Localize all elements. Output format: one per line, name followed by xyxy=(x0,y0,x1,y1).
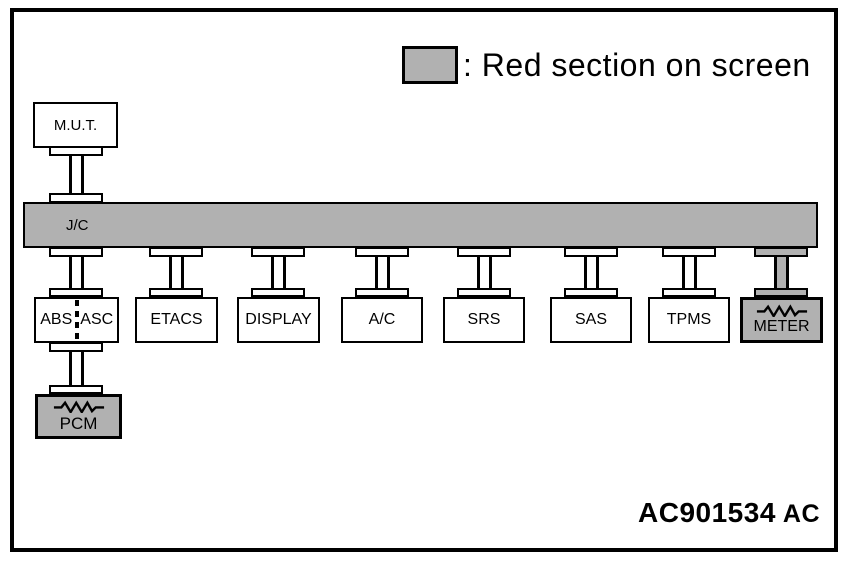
connector-tab-meter-top xyxy=(754,247,808,257)
connector-tab-pcm-top xyxy=(49,342,103,352)
connector-tab-sas-top xyxy=(564,247,618,257)
node-tpms-label: TPMS xyxy=(666,311,712,328)
node-etacs: ETACS xyxy=(135,297,218,343)
node-pcm: PCM xyxy=(35,394,122,439)
node-abs-asc: ABS ASC xyxy=(34,297,119,343)
node-asc-label: ASC xyxy=(80,311,114,328)
connector-tab-tpms-top xyxy=(662,247,716,257)
node-mut-label: M.U.T. xyxy=(53,116,98,134)
connector-tab-etacs-bottom xyxy=(149,288,203,297)
node-pcm-label: PCM xyxy=(59,413,98,433)
node-meter: METER xyxy=(740,297,823,343)
node-ac-label: A/C xyxy=(368,311,396,328)
terminating-resistor-icon xyxy=(53,399,104,413)
figure-code-number: AC901534 xyxy=(638,497,776,528)
connector-tab-ac-bottom xyxy=(355,288,409,297)
connector-stem-srs xyxy=(477,255,492,291)
node-mut: M.U.T. xyxy=(33,102,118,148)
connector-tab-abs-top xyxy=(49,247,103,257)
connector-tab-display-top xyxy=(251,247,305,257)
figure-code-suffix: AC xyxy=(782,500,820,528)
node-srs-label: SRS xyxy=(467,311,501,328)
terminating-resistor-icon xyxy=(756,304,807,317)
bus-label: J/C xyxy=(66,216,89,234)
connector-stem-meter xyxy=(774,255,789,291)
connector-stem-mut xyxy=(69,152,84,196)
connector-tab-mut-top xyxy=(49,146,103,156)
connector-stem-abs xyxy=(69,255,84,291)
legend-label: : Red section on screen xyxy=(463,46,811,83)
node-display-label: DISPLAY xyxy=(245,311,312,328)
connector-tab-ac-top xyxy=(355,247,409,257)
connector-tab-srs-bottom xyxy=(457,288,511,297)
node-meter-label: METER xyxy=(753,318,810,335)
connector-tab-mut-bottom xyxy=(49,193,103,203)
connector-stem-tpms xyxy=(682,255,697,291)
connector-tab-sas-bottom xyxy=(564,288,618,297)
bus-bar-jc: J/C xyxy=(23,202,818,248)
connector-tab-etacs-top xyxy=(149,247,203,257)
node-display: DISPLAY xyxy=(237,297,320,343)
connector-stem-display xyxy=(271,255,286,291)
connector-tab-pcm-bottom xyxy=(49,385,103,394)
connector-tab-abs-bottom xyxy=(49,288,103,297)
node-sas: SAS xyxy=(550,297,632,343)
node-etacs-label: ETACS xyxy=(150,311,203,328)
node-ac: A/C xyxy=(341,297,423,343)
abs-asc-dashed-divider xyxy=(74,300,79,340)
connector-tab-tpms-bottom xyxy=(662,288,716,297)
node-abs-label: ABS xyxy=(40,311,73,328)
connector-stem-sas xyxy=(584,255,599,291)
legend-gray-swatch xyxy=(402,46,458,84)
node-sas-label: SAS xyxy=(574,311,607,328)
connector-stem-etacs xyxy=(169,255,184,291)
diagram-frame xyxy=(10,8,838,552)
connector-tab-meter-bottom xyxy=(754,288,808,297)
connector-tab-display-bottom xyxy=(251,288,305,297)
node-srs: SRS xyxy=(443,297,525,343)
figure-code: AC901534 AC xyxy=(638,497,820,529)
node-tpms: TPMS xyxy=(648,297,730,343)
connector-stem-pcm xyxy=(69,350,84,388)
connector-stem-ac xyxy=(375,255,390,291)
connector-tab-srs-top xyxy=(457,247,511,257)
